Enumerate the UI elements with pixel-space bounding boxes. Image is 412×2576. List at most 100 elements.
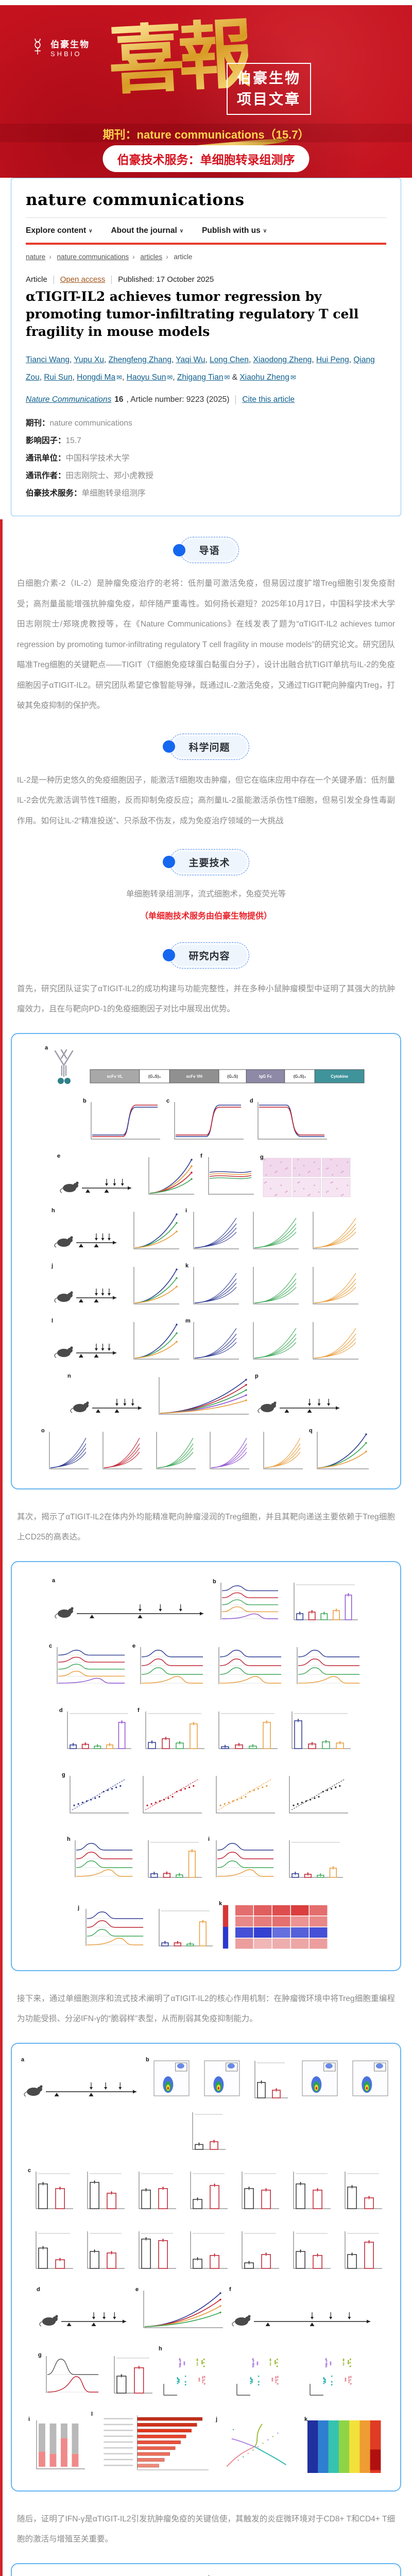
- breadcrumb-nature-communications[interactable]: nature communications: [57, 253, 129, 261]
- panel-graphic: [133, 1212, 179, 1249]
- meta-value: 田志刚院士、郑小虎教授: [65, 471, 154, 481]
- figure-panel: [149, 1430, 197, 1475]
- author-list: Tianci Wang, Yupu Xu, Zhengfeng Zhang, Y…: [26, 355, 375, 382]
- panel-letter: l: [52, 1317, 54, 1324]
- panel-letter: e: [57, 1153, 61, 1159]
- panel-graphic: [226, 2424, 286, 2467]
- figure-panel: [286, 2229, 332, 2275]
- figure-panel: [132, 2229, 177, 2275]
- panel-letter: b: [213, 1579, 216, 1585]
- figure-panel: [212, 1709, 279, 1755]
- panel-letter: j: [52, 1263, 54, 1269]
- figure-panel: [282, 1774, 349, 1819]
- panel-graphic: [263, 1158, 351, 1197]
- figure-panel: [141, 1838, 203, 1884]
- panel-graphic: [174, 1101, 244, 1140]
- panel-letter: g: [38, 2351, 42, 2358]
- author-link[interactable]: Xiaohu Zheng: [239, 372, 289, 382]
- figure-panel: l: [91, 2411, 211, 2475]
- nav-about-journal[interactable]: About the journal∨: [111, 226, 184, 235]
- author-link[interactable]: Zhigang Tian: [177, 372, 224, 382]
- figure-panel: [338, 2170, 383, 2215]
- panel-graphic: [302, 2060, 338, 2096]
- panel-graphic: [293, 2172, 331, 2210]
- panel-graphic: [307, 2420, 381, 2473]
- panel-graphic: [159, 1377, 249, 1414]
- panel-graphic: [39, 2312, 126, 2327]
- email-icon[interactable]: ✉: [224, 373, 230, 381]
- email-icon[interactable]: ✉: [290, 373, 296, 381]
- panel-graphic: [54, 1049, 74, 1084]
- email-icon[interactable]: ✉: [167, 373, 173, 381]
- figure-panel: [107, 2354, 153, 2399]
- figure-panel: [183, 2229, 229, 2275]
- panel-letter: i: [185, 1208, 187, 1214]
- figure-panel: b: [213, 1579, 281, 1626]
- panel-graphic: [317, 1432, 369, 1469]
- meta-row: 通讯单位：中国科学技术大学: [26, 450, 386, 467]
- figure-panel: [127, 1210, 180, 1255]
- dna-helix-icon: ☿: [30, 33, 45, 61]
- badge-label: 科学问题: [169, 733, 249, 760]
- author-link[interactable]: Yaqi Wu: [176, 355, 205, 365]
- figure-panel: f: [138, 1707, 205, 1755]
- panel-letter: d: [37, 2286, 40, 2293]
- figure-panel: b: [83, 1098, 161, 1145]
- author-link[interactable]: Hongdi Ma: [77, 372, 116, 382]
- panel-letter: d: [59, 1707, 63, 1714]
- project-article-box: 伯豪生物 项目文章: [227, 63, 312, 115]
- panel-letter: b: [208, 2575, 212, 2576]
- figure-panel: f: [200, 1153, 255, 1200]
- breadcrumb-article: article: [174, 253, 193, 261]
- journal-link[interactable]: Nature Communications: [26, 395, 112, 404]
- panel-graphic: [91, 1101, 160, 1140]
- author-link[interactable]: Long Chen: [210, 355, 249, 365]
- breadcrumb-nature[interactable]: nature: [26, 253, 46, 261]
- author-link[interactable]: Xiaodong Zheng: [253, 355, 312, 365]
- figure-panel: [346, 2059, 390, 2104]
- intro-paragraph: 白细胞介素-2（IL-2）是肿瘤免疫治疗的老将：低剂量可激活免疫，但易因过度扩增…: [17, 579, 395, 710]
- figure-panel: [246, 1265, 300, 1310]
- figure-panel: e: [132, 1643, 205, 1690]
- figure-panel: [96, 1430, 143, 1475]
- author-link[interactable]: Zhengfeng Zhang: [108, 355, 171, 365]
- author-link[interactable]: Yupu Xu: [74, 355, 104, 365]
- figure-panel: i: [185, 1208, 240, 1255]
- panel-graphic: [55, 1604, 203, 1619]
- breadcrumb-articles[interactable]: articles: [140, 253, 163, 261]
- open-access-link[interactable]: Open access: [60, 275, 106, 284]
- panel-letter: g: [62, 1772, 65, 1778]
- panel-letter: h: [67, 1836, 71, 1843]
- author-link[interactable]: Tianci Wang: [26, 355, 70, 365]
- research-paragraph-2: 其次，揭示了αTIGIT-IL2在体内外均能精准靶向肿瘤浸润的Treg细胞，并且…: [17, 1512, 395, 1542]
- figure-panel: [142, 1155, 195, 1200]
- author-link[interactable]: Qiang Zou: [26, 355, 375, 382]
- meta-row: 通讯作者：田志刚院士、郑小虎教授: [26, 467, 386, 485]
- nav-publish-with-us[interactable]: Publish with us∨: [202, 226, 267, 235]
- panel-letter: h: [159, 2345, 162, 2352]
- author-link[interactable]: Rui Sun: [44, 372, 73, 382]
- panel-letter: i: [28, 2416, 30, 2423]
- panel-graphic: [220, 1583, 279, 1620]
- badge-dot-icon: [163, 856, 176, 868]
- panel-graphic: [148, 1840, 202, 1878]
- journal-masthead: nature communications: [26, 191, 245, 209]
- author-link[interactable]: Haoyu Sun: [126, 372, 166, 382]
- author-link[interactable]: Hui Peng: [316, 355, 349, 365]
- figure-panel: i: [28, 2416, 86, 2475]
- cite-article-link[interactable]: Cite this article: [242, 395, 295, 404]
- figure-panel: [290, 1645, 362, 1690]
- panel-graphic: [46, 2355, 99, 2393]
- badge-dot-icon: [173, 544, 186, 556]
- badge-dot-icon: [163, 740, 176, 753]
- email-icon[interactable]: ✉: [116, 373, 122, 381]
- journal-nav: Explore content∨ About the journal∨ Publ…: [26, 224, 386, 242]
- nav-explore-content[interactable]: Explore content∨: [26, 226, 93, 235]
